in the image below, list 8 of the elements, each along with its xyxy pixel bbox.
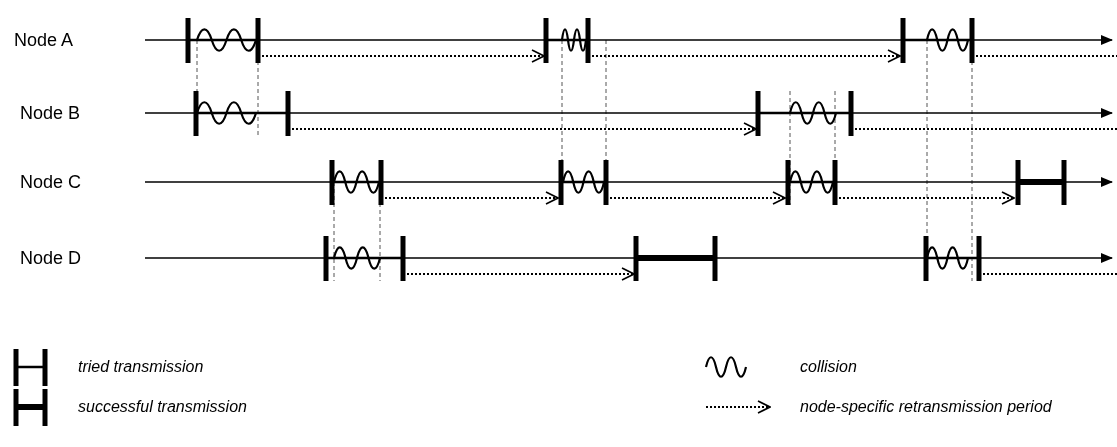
node-label: Node B [20, 103, 81, 123]
node-label: Node C [20, 172, 82, 192]
node-label: Node D [20, 248, 82, 268]
legend-text: node-specific retransmission period [800, 398, 1052, 416]
node-label: Node A [14, 30, 74, 50]
legend-text: successful transmission [78, 398, 247, 416]
legend-text: tried transmission [78, 358, 204, 376]
legend-text: collision [800, 358, 857, 376]
